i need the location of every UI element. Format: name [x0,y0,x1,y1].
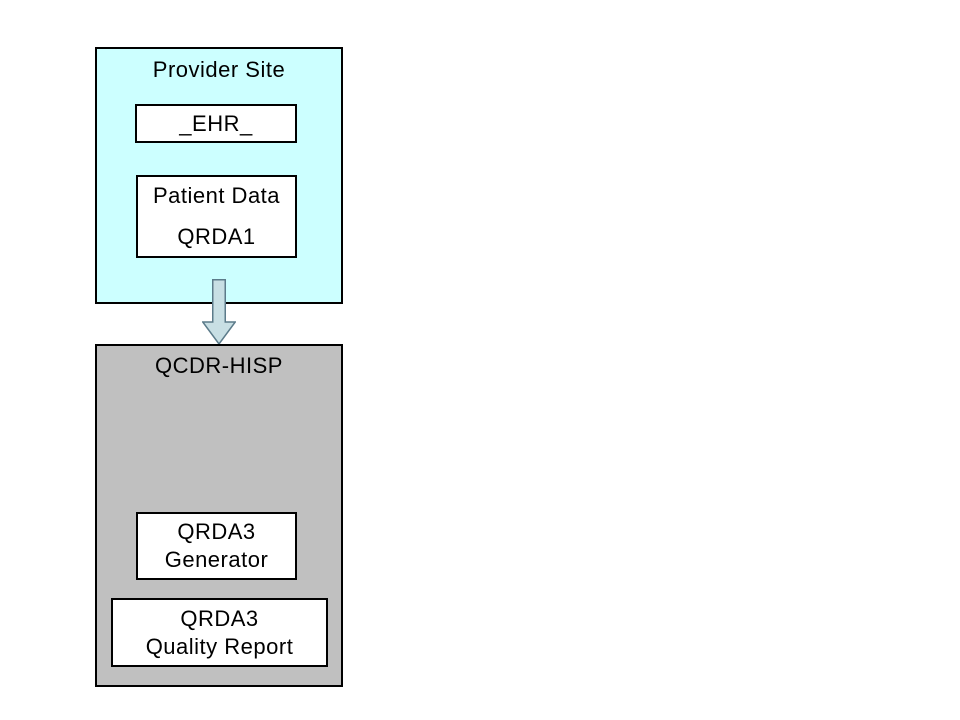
provider-site-group: Provider Site _EHR_ Patient Data QRDA1 [95,47,343,304]
down-arrow-icon [202,279,236,345]
provider-site-title: Provider Site [152,57,286,82]
qrda3-generator-node: QRDA3 Generator [136,512,297,580]
generator-label-line1: QRDA3 [177,519,256,544]
report-label-line1: QRDA3 [180,605,259,631]
patient-data-node: Patient Data QRDA1 [136,175,297,258]
report-label-line2: Quality Report [145,633,294,659]
patient-data-label: Patient Data [152,183,281,208]
ehr-label: _EHR_ [179,110,253,136]
qcdr-hisp-title: QCDR-HISP [155,353,283,378]
qrda3-quality-report-node: QRDA3 Quality Report [111,598,328,667]
ehr-node: _EHR_ [135,104,297,143]
qcdr-hisp-group: QCDR-HISP QRDA3 Generator QRDA3 Quality … [95,344,343,687]
qrda1-label: QRDA1 [177,224,256,249]
generator-label-line2: Generator [164,547,269,572]
